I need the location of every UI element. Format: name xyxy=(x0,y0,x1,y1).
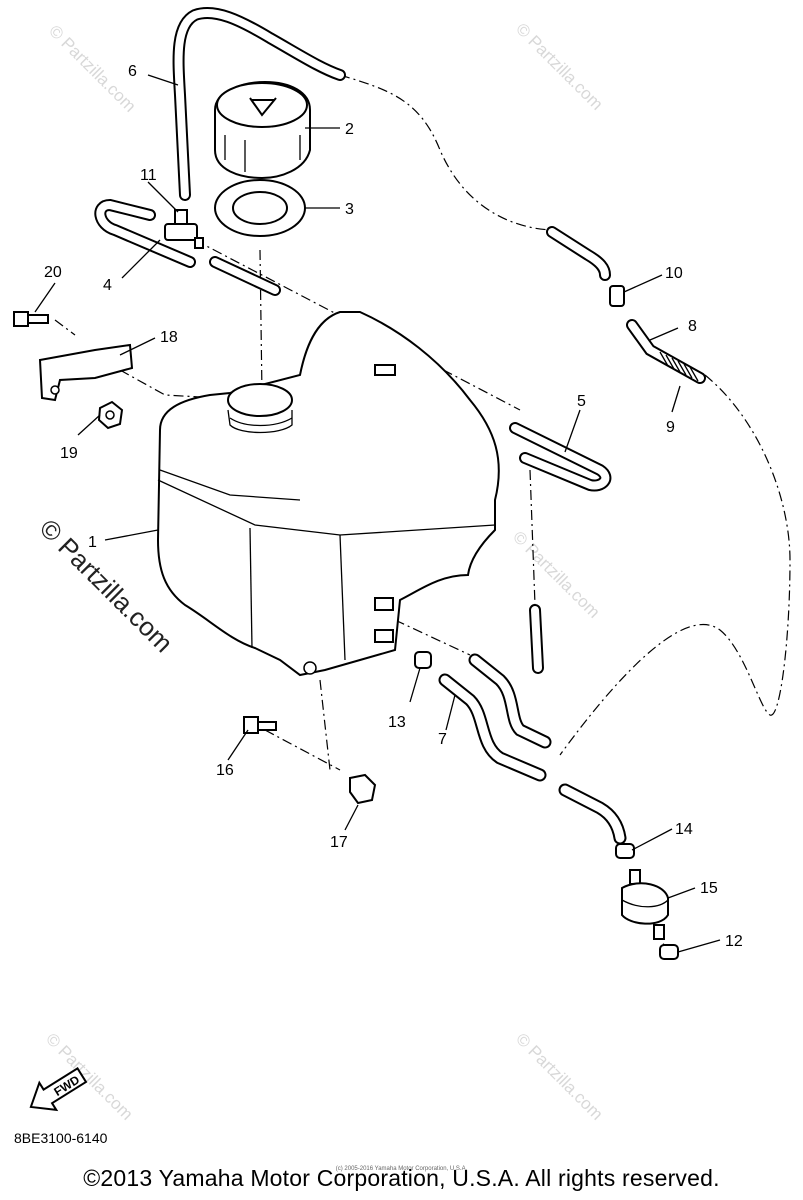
small-note: (c) 2005-2016 Yamaha Motor Corporation, … xyxy=(335,1166,468,1172)
part-10-joint xyxy=(609,285,625,307)
callout-1: 1 xyxy=(88,534,97,551)
part-9-spring xyxy=(659,351,699,382)
callout-13: 13 xyxy=(388,714,406,731)
part-5-hose xyxy=(509,422,612,674)
part-3-gasket xyxy=(214,179,306,237)
callout-5: 5 xyxy=(577,393,586,410)
watermark: © Partzilla.com xyxy=(45,21,139,115)
part-20-bolt xyxy=(13,311,49,327)
callout-16: 16 xyxy=(216,762,234,779)
part-12-clamp xyxy=(659,944,679,960)
leader-lines xyxy=(34,74,721,953)
part-13-clamp xyxy=(414,651,432,669)
callout-10: 10 xyxy=(665,265,683,282)
part-4-u-hose xyxy=(94,198,281,296)
callout-17: 17 xyxy=(330,834,348,851)
callout-3: 3 xyxy=(345,201,354,218)
part-6-vent-hose xyxy=(172,6,346,201)
callout-14: 14 xyxy=(675,821,693,838)
callout-2: 2 xyxy=(345,121,354,138)
callout-9: 9 xyxy=(666,419,675,436)
part-17-grommet xyxy=(349,773,377,805)
copyright: ©2013 Yamaha Motor Corporation, U.S.A. A… xyxy=(83,1165,720,1191)
callout-18: 18 xyxy=(160,329,178,346)
watermark: © Partzilla.com xyxy=(509,527,603,621)
callout-4: 4 xyxy=(103,277,112,294)
part-1-tank xyxy=(156,311,500,677)
callout-15: 15 xyxy=(700,880,718,897)
callout-19: 19 xyxy=(60,445,78,462)
part-8-hose xyxy=(626,319,706,384)
callouts: 1 2 3 4 5 6 7 8 9 10 11 12 13 14 15 16 1… xyxy=(44,63,743,950)
callout-12: 12 xyxy=(725,933,743,950)
part-14-clamp xyxy=(615,843,635,859)
part-19-nut xyxy=(97,400,124,430)
part-7-hose xyxy=(438,653,627,845)
part-hose-segment xyxy=(546,226,611,281)
part-11-t-joint xyxy=(164,209,204,249)
part-18-bracket xyxy=(38,343,134,402)
part-15-filter xyxy=(621,869,669,940)
callout-7: 7 xyxy=(438,731,447,748)
part-16-bolt xyxy=(243,716,277,734)
watermark-main: © Partzilla.com xyxy=(34,513,179,658)
part-2-cap xyxy=(214,80,311,180)
drawing-code: 8BE3100-6140 xyxy=(14,1130,108,1146)
callout-6: 6 xyxy=(128,63,137,80)
callout-20: 20 xyxy=(44,264,62,281)
watermark: © Partzilla.com xyxy=(512,1029,606,1123)
callout-8: 8 xyxy=(688,318,697,335)
callout-11: 11 xyxy=(140,167,157,184)
watermark: © Partzilla.com xyxy=(512,19,606,113)
